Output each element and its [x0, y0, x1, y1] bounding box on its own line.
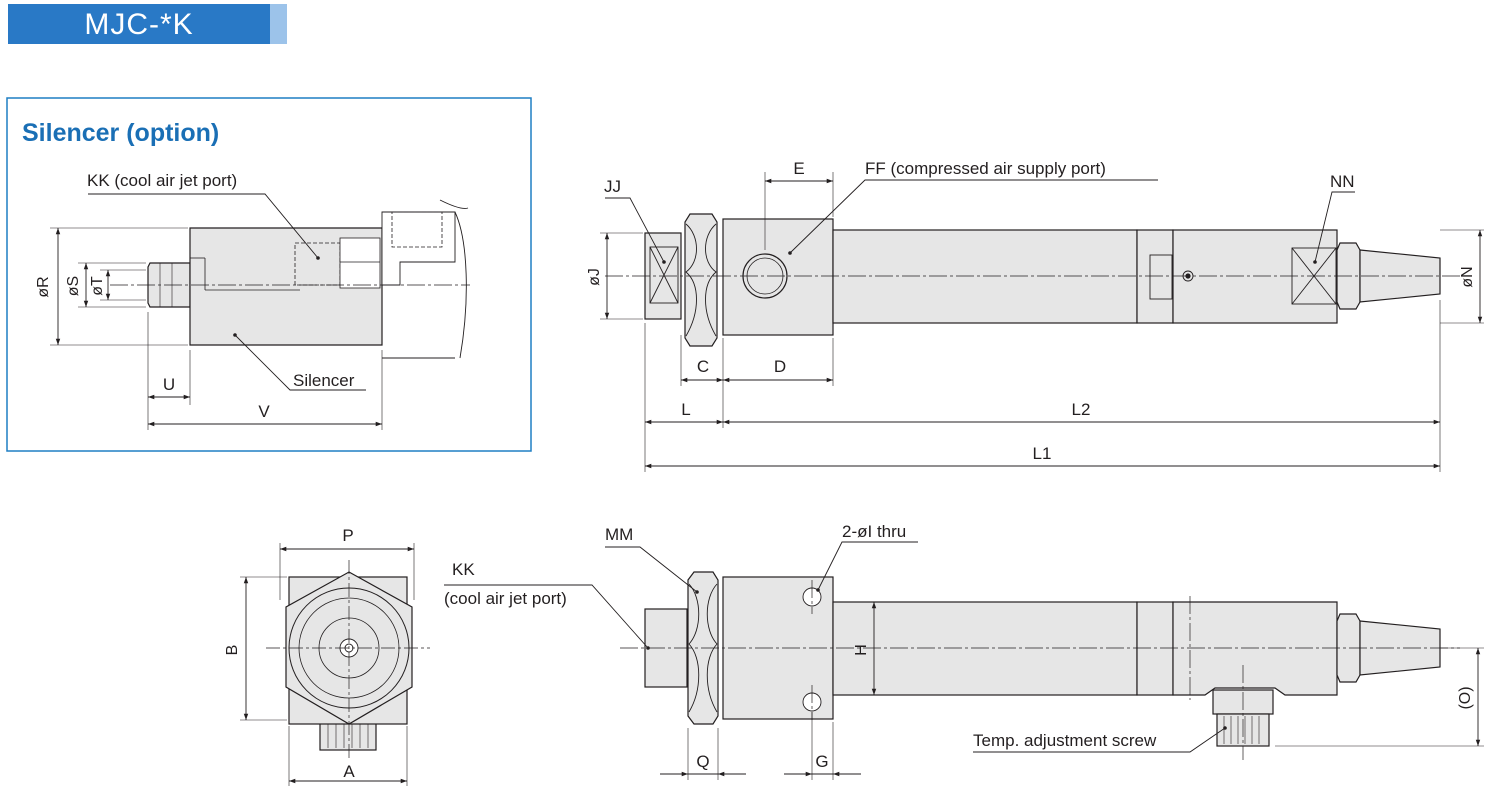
jj-leader [605, 197, 666, 264]
b-label: B [224, 645, 241, 656]
o-label: (O) [1457, 686, 1474, 709]
e-label: E [793, 159, 804, 178]
panel-frame [6, 97, 532, 452]
nn-label: NN [1330, 172, 1355, 191]
hex-nut [684, 213, 718, 347]
h-label: H [853, 644, 870, 656]
v-label: V [258, 402, 270, 421]
silencer-leader [233, 333, 366, 391]
jj-label: JJ [604, 177, 621, 196]
a-label: A [343, 762, 355, 781]
d-label: D [774, 357, 786, 376]
nn-leader [1313, 191, 1355, 264]
hole-label: 2-øI thru [842, 522, 906, 541]
l2-label: L2 [1072, 400, 1091, 419]
u-label: U [163, 375, 175, 394]
mm-label: MM [605, 525, 633, 544]
screw-leader [973, 726, 1227, 753]
j-label: øJ [586, 268, 603, 286]
r-label: øR [35, 276, 52, 297]
silencer-label: Silencer [293, 371, 355, 390]
bottom-view: MM 2-øI thru KK (cool air jet port) Temp… [444, 522, 1484, 780]
p-label: P [342, 526, 353, 545]
main-tube [832, 229, 1138, 324]
panel-title: Silencer (option) [22, 119, 219, 147]
t-label: øT [89, 276, 106, 296]
end-view-knob [319, 719, 377, 751]
q-label: Q [696, 752, 709, 771]
bottom-end-nut [1336, 613, 1361, 683]
end-view: P B A [224, 526, 430, 786]
bottom-coupling [1136, 601, 1174, 696]
c-label: C [697, 357, 709, 376]
hole-leader [816, 541, 918, 592]
bottom-kk-desc: (cool air jet port) [444, 589, 567, 608]
kk-leader [88, 193, 320, 260]
bottom-rear-body [1172, 601, 1338, 696]
ff-label: FF (compressed air supply port) [865, 159, 1106, 178]
title-bar [8, 4, 270, 44]
model-title: MJC-*K [84, 8, 194, 41]
n-label: øN [1459, 266, 1476, 287]
title-bar-accent [270, 4, 287, 44]
bottom-main-tube [832, 601, 1138, 696]
ff-leader [788, 179, 1158, 255]
screw-label: Temp. adjustment screw [973, 731, 1157, 750]
l-label: L [681, 400, 690, 419]
silencer-drawing [147, 199, 469, 359]
s-label: øS [65, 276, 82, 296]
kk-label: KK (cool air jet port) [87, 171, 237, 190]
l1-label: L1 [1033, 444, 1052, 463]
side-view: JJ FF (compressed air supply port) NN [586, 159, 1484, 472]
mm-leader [605, 546, 699, 594]
g-label: G [815, 752, 828, 771]
bottom-kk-leader [444, 584, 650, 650]
silencer-body [189, 227, 383, 346]
bottom-kk-label: KK [452, 560, 475, 579]
silencer-panel: Silencer (option) [6, 97, 532, 452]
